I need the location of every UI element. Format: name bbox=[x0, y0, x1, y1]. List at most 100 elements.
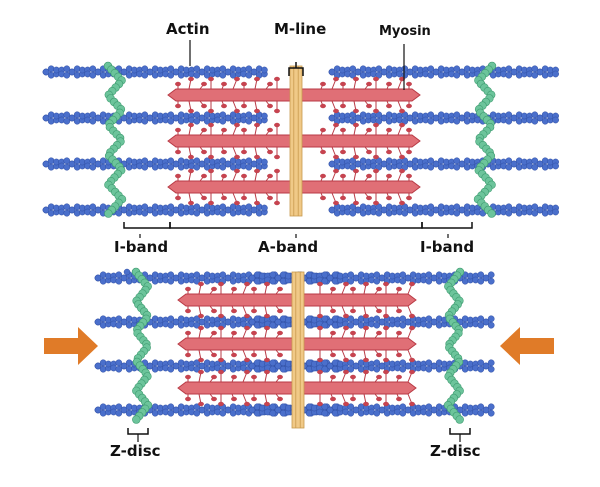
actin-bead bbox=[269, 365, 277, 373]
actin-bead bbox=[193, 321, 201, 329]
actin-bead bbox=[167, 209, 175, 217]
actin-bead bbox=[453, 209, 461, 217]
actin-bead bbox=[505, 117, 513, 125]
actin-bead bbox=[536, 160, 544, 168]
actin-bead bbox=[248, 362, 256, 370]
a-band-label: A-band bbox=[258, 238, 319, 256]
actin-bead bbox=[193, 409, 201, 417]
myosin-head bbox=[198, 281, 204, 287]
myosin-head bbox=[406, 81, 412, 87]
actin-bead bbox=[432, 206, 440, 214]
m-line-bar bbox=[291, 271, 305, 429]
actin-bead bbox=[326, 362, 334, 370]
myosin-head bbox=[251, 308, 257, 314]
i-band-right-label: I-band bbox=[420, 238, 475, 256]
actin-bead bbox=[245, 209, 253, 217]
actin-bead bbox=[198, 318, 206, 326]
myosin-head bbox=[363, 281, 369, 287]
actin-bead bbox=[261, 66, 268, 74]
actin-filament bbox=[248, 403, 495, 417]
z-disc bbox=[473, 61, 497, 218]
actin-bead bbox=[193, 71, 201, 79]
actin-bead bbox=[352, 274, 360, 282]
myosin-head bbox=[254, 122, 260, 128]
myosin-head bbox=[254, 168, 260, 174]
myosin-head bbox=[231, 286, 237, 292]
actin-bead bbox=[453, 71, 461, 79]
myosin-head bbox=[264, 401, 270, 407]
myosin-head bbox=[386, 173, 392, 179]
actin-bead bbox=[115, 209, 123, 217]
actin-bead bbox=[198, 160, 206, 168]
actin-bead bbox=[536, 114, 544, 122]
actin-bead bbox=[42, 68, 50, 76]
actin-bead bbox=[198, 362, 206, 370]
myosin-head bbox=[218, 313, 224, 319]
z-disc-bead bbox=[455, 415, 464, 424]
actin-bead bbox=[328, 68, 336, 76]
myosin-head bbox=[320, 173, 326, 179]
myosin-head bbox=[363, 313, 369, 319]
actin-label: Actin bbox=[166, 20, 210, 38]
myosin-head bbox=[330, 374, 336, 380]
actin-bead bbox=[115, 277, 123, 285]
actin-bead bbox=[250, 206, 258, 214]
myosin-head bbox=[221, 103, 227, 109]
myosin-head bbox=[198, 369, 204, 375]
actin-bead bbox=[354, 160, 362, 168]
actin-bead bbox=[172, 362, 180, 370]
actin-bead bbox=[531, 71, 539, 79]
myosin-head bbox=[175, 127, 181, 133]
myosin-head bbox=[254, 154, 260, 160]
actin-bead bbox=[248, 274, 256, 282]
myosin-head bbox=[218, 281, 224, 287]
myosin-head bbox=[383, 401, 389, 407]
actin-bead bbox=[250, 160, 258, 168]
myosin-head bbox=[208, 154, 214, 160]
myosin-head bbox=[340, 173, 346, 179]
actin-bead bbox=[510, 68, 518, 76]
actin-bead bbox=[482, 406, 490, 414]
actin-bead bbox=[430, 406, 438, 414]
actin-bead bbox=[146, 68, 154, 76]
myosin-head bbox=[317, 401, 323, 407]
actin-bead bbox=[487, 315, 495, 323]
myosin-head bbox=[409, 357, 415, 363]
actin-bead bbox=[404, 362, 412, 370]
myosin-head bbox=[350, 396, 356, 402]
myosin-head bbox=[198, 401, 204, 407]
actin-bead bbox=[248, 318, 256, 326]
actin-bead bbox=[224, 114, 232, 122]
actin-bead bbox=[261, 112, 268, 120]
actin-bead bbox=[42, 206, 50, 214]
actin-bead bbox=[505, 209, 513, 217]
actin-bead bbox=[219, 117, 227, 125]
actin-bead bbox=[167, 321, 175, 329]
myosin-head bbox=[350, 352, 356, 358]
myosin-head bbox=[399, 200, 405, 206]
actin-bead bbox=[146, 114, 154, 122]
actin-bead bbox=[120, 114, 128, 122]
myosin-head bbox=[267, 103, 273, 109]
actin-bead bbox=[198, 274, 206, 282]
myosin-head bbox=[333, 154, 339, 160]
myosin-head bbox=[386, 127, 392, 133]
myosin-head bbox=[340, 127, 346, 133]
myosin-head bbox=[234, 154, 240, 160]
myosin-head bbox=[241, 103, 247, 109]
actin-bead bbox=[453, 117, 461, 125]
myosin-head bbox=[267, 173, 273, 179]
myosin-head bbox=[221, 195, 227, 201]
myosin-head bbox=[211, 308, 217, 314]
actin-bead bbox=[141, 163, 149, 171]
myosin-head bbox=[175, 173, 181, 179]
myosin-head bbox=[188, 200, 194, 206]
myosin-head bbox=[201, 149, 207, 155]
actin-bead bbox=[427, 209, 435, 217]
actin-bead bbox=[487, 277, 495, 285]
myosin-head bbox=[320, 81, 326, 87]
myosin-head bbox=[211, 396, 217, 402]
actin-bead bbox=[373, 321, 381, 329]
actin-bead bbox=[399, 365, 407, 373]
